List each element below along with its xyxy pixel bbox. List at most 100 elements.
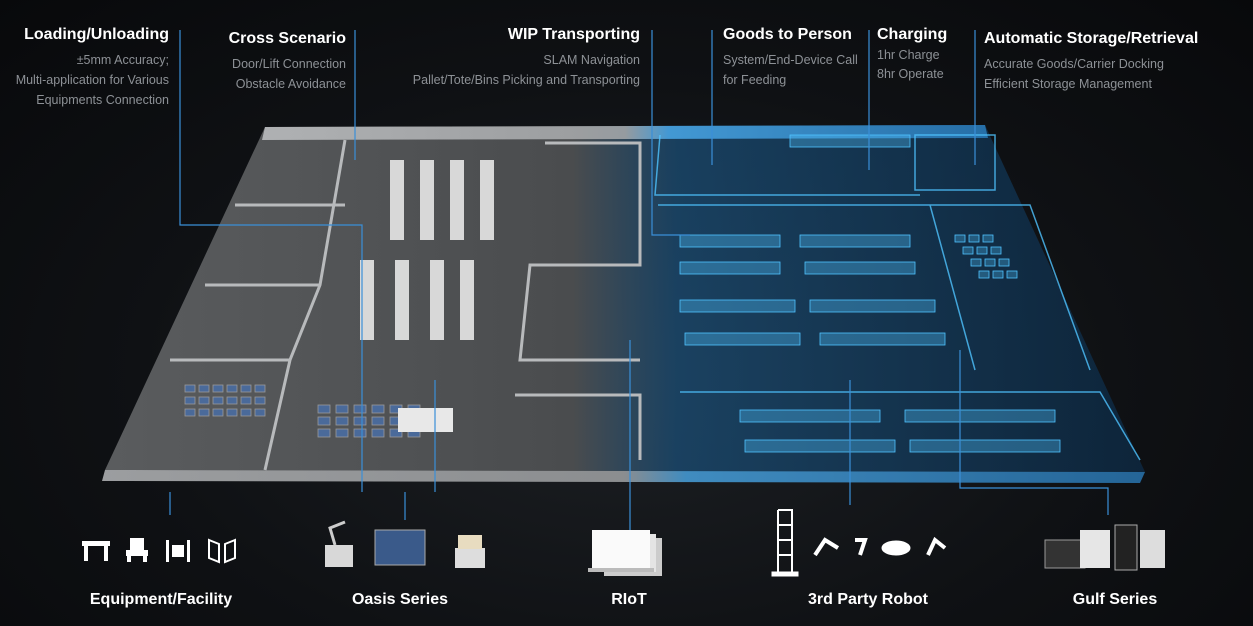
workstation (212, 408, 224, 417)
workstation (184, 408, 196, 417)
product-3rd-party-robot[interactable]: 3rd Party Robot (807, 591, 928, 608)
workstation (371, 428, 385, 438)
feature-line: Accurate Goods/Carrier Docking (984, 57, 1164, 71)
rack-cell (990, 246, 1002, 255)
workstation (317, 428, 331, 438)
rack (744, 439, 896, 453)
rack (804, 261, 916, 275)
feature-title: WIP Transporting (507, 26, 640, 43)
workstation (371, 404, 385, 414)
workstation (212, 396, 224, 405)
feature-title: Loading/Unloading (24, 26, 169, 43)
workstation (389, 428, 403, 438)
workstation (226, 384, 238, 393)
front-wall (102, 470, 1145, 483)
workstation (353, 428, 367, 438)
machine-line (360, 260, 374, 340)
product-gulf-series[interactable]: Gulf Series (1072, 591, 1158, 608)
riot-screens (588, 530, 662, 576)
feature-title: Goods to Person (723, 26, 852, 43)
workstation (226, 408, 238, 417)
feature-wip-transporting: WIP Transporting SLAM Navigation Pallet/… (413, 26, 640, 90)
workstation (198, 396, 210, 405)
rack (679, 261, 781, 275)
feature-line: Efficient Storage Management (984, 77, 1152, 91)
machine-line (420, 160, 434, 240)
feature-line: 1hr Charge (877, 48, 940, 62)
feature-title: Automatic Storage/Retrieval (984, 30, 1199, 47)
rack-cell (978, 270, 990, 279)
machine-line (450, 160, 464, 240)
machine-line (460, 260, 474, 340)
rack-cell (1006, 270, 1018, 279)
workstation (317, 416, 331, 426)
workstation (335, 416, 349, 426)
workstation (254, 408, 266, 417)
workstation (240, 408, 252, 417)
workstation (184, 384, 196, 393)
rack (799, 234, 911, 248)
workstation (198, 384, 210, 393)
rack-cell (962, 246, 974, 255)
feature-goods-to-person: Goods to Person System/End-Device Call f… (723, 26, 858, 90)
product-riot[interactable]: RIoT (611, 591, 647, 608)
rack (789, 134, 911, 148)
gulf-robots (1044, 524, 1165, 571)
workstation (198, 408, 210, 417)
workstation (353, 416, 367, 426)
wip-container (398, 408, 453, 432)
rack-cell (992, 270, 1004, 279)
workstation (335, 404, 349, 414)
feature-line: SLAM Navigation (543, 53, 640, 67)
feature-line: ±5mm Accuracy; (76, 53, 169, 67)
rack (679, 299, 796, 313)
back-wall (262, 125, 988, 140)
floor (105, 125, 1145, 472)
rack (809, 299, 936, 313)
rack-cell (968, 234, 980, 243)
feature-cross-scenario: Cross Scenario Door/Lift Connection Obst… (229, 30, 346, 94)
feature-title: Charging (877, 26, 948, 43)
feature-line: Equipments Connection (36, 93, 169, 107)
workstation (226, 396, 238, 405)
product-equipment-facility[interactable]: Equipment/Facility (89, 591, 233, 608)
oasis-robots (325, 520, 485, 568)
feature-line: Pallet/Tote/Bins Picking and Transportin… (412, 73, 640, 87)
feature-line: 8hr Operate (877, 67, 944, 81)
workstation (254, 396, 266, 405)
rack-cell (970, 258, 982, 267)
rack-cell (976, 246, 988, 255)
digital-zones (654, 134, 1141, 461)
rack (684, 332, 801, 346)
machine-line (395, 260, 409, 340)
workstation (240, 384, 252, 393)
workstation (254, 384, 266, 393)
rack (739, 409, 881, 423)
room-walls (170, 139, 642, 471)
storage-racks (679, 134, 1061, 453)
workstation (240, 396, 252, 405)
workstation (335, 428, 349, 438)
workstation (184, 396, 196, 405)
rack (904, 409, 1056, 423)
rack-cell (954, 234, 966, 243)
feature-line: Obstacle Avoidance (235, 77, 346, 91)
feature-line: System/End-Device Call (723, 53, 858, 67)
equipment-icons (82, 538, 236, 564)
feature-charging: Charging 1hr Charge 8hr Operate (877, 26, 947, 84)
rack-cell (982, 234, 994, 243)
machine-line (480, 160, 494, 240)
workstation (317, 404, 331, 414)
leader-lines (169, 30, 1109, 540)
robot-arms (771, 509, 947, 577)
feature-line: Door/Lift Connection (232, 57, 346, 71)
feature-automatic-storage: Automatic Storage/Retrieval Accurate Goo… (984, 30, 1198, 94)
feature-title: Cross Scenario (228, 30, 346, 47)
product-oasis-series[interactable]: Oasis Series (351, 591, 449, 608)
machine-line (430, 260, 444, 340)
feature-line: Multi-application for Various (15, 73, 169, 87)
rack-cell (998, 258, 1010, 267)
feature-loading-unloading: Loading/Unloading ±5mm Accuracy; Multi-a… (16, 26, 169, 110)
workstation (212, 384, 224, 393)
